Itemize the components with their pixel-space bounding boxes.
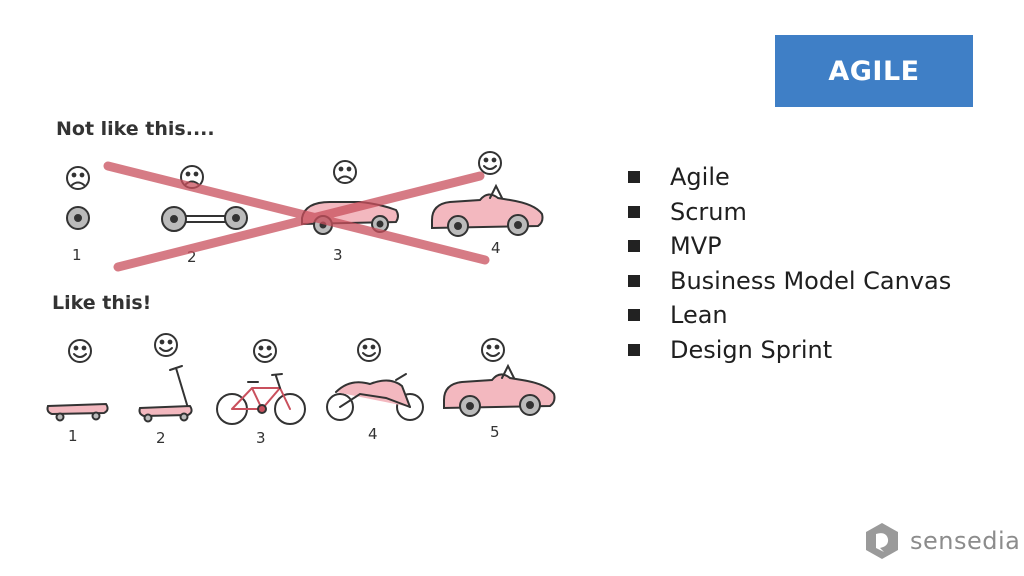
bullet-item: Agile [628, 160, 951, 195]
happy-face-icon [253, 339, 277, 363]
step-number: 5 [490, 423, 500, 441]
sad-face-icon [66, 166, 90, 190]
bullet-item: Business Model Canvas [628, 264, 951, 299]
bullet-text: Business Model Canvas [670, 266, 952, 295]
convertible-car-icon [443, 363, 556, 417]
step-number: 4 [491, 239, 501, 257]
bullet-square-icon [628, 171, 640, 184]
bicycle-icon [216, 373, 306, 425]
axle-icon [161, 206, 248, 232]
bullet-square-icon [628, 205, 640, 218]
step-number: 1 [72, 246, 82, 264]
convertible-car-icon [431, 183, 544, 237]
skateboard-icon [46, 402, 109, 422]
bullet-square-icon [628, 343, 640, 356]
single-wheel-icon [66, 206, 90, 230]
bullet-text: MVP [670, 232, 722, 261]
bullet-square-icon [628, 274, 640, 287]
happy-face-icon [68, 339, 92, 363]
logo-text: sensedia [910, 527, 1021, 555]
sad-face-icon [333, 160, 357, 184]
happy-face-icon [478, 151, 502, 175]
step-number: 3 [333, 246, 343, 264]
scooter-icon [138, 365, 193, 423]
bullet-item: MVP [628, 229, 951, 264]
step-number: 2 [156, 429, 166, 447]
happy-face-icon [481, 338, 505, 362]
sensedia-logo: sensedia [862, 520, 1020, 562]
step-number: 1 [68, 427, 78, 445]
bullet-text: Lean [670, 301, 728, 330]
bullet-square-icon [628, 309, 640, 322]
bullet-item: Lean [628, 298, 951, 333]
bullet-square-icon [628, 240, 640, 253]
bullet-item: Design Sprint [628, 333, 951, 368]
motorcycle-icon [326, 373, 424, 421]
mvp-illustration: Not like this.... [46, 118, 556, 447]
bullet-text: Scrum [670, 197, 747, 226]
slide-title: AGILE [775, 35, 973, 107]
step-number: 4 [368, 425, 378, 443]
happy-face-icon [357, 338, 381, 362]
like-this-heading: Like this! [52, 292, 151, 314]
step-number: 3 [256, 429, 266, 447]
bullet-list: Agile Scrum MVP Business Model Canvas Le… [628, 160, 951, 367]
sensedia-logo-icon [866, 523, 898, 559]
bullet-text: Design Sprint [670, 335, 833, 364]
not-like-this-heading: Not like this.... [56, 118, 215, 140]
bullet-text: Agile [670, 163, 730, 192]
bullet-item: Scrum [628, 195, 951, 230]
cross-out-mark [103, 161, 490, 272]
step-number: 2 [187, 248, 197, 266]
happy-face-icon [154, 333, 178, 357]
